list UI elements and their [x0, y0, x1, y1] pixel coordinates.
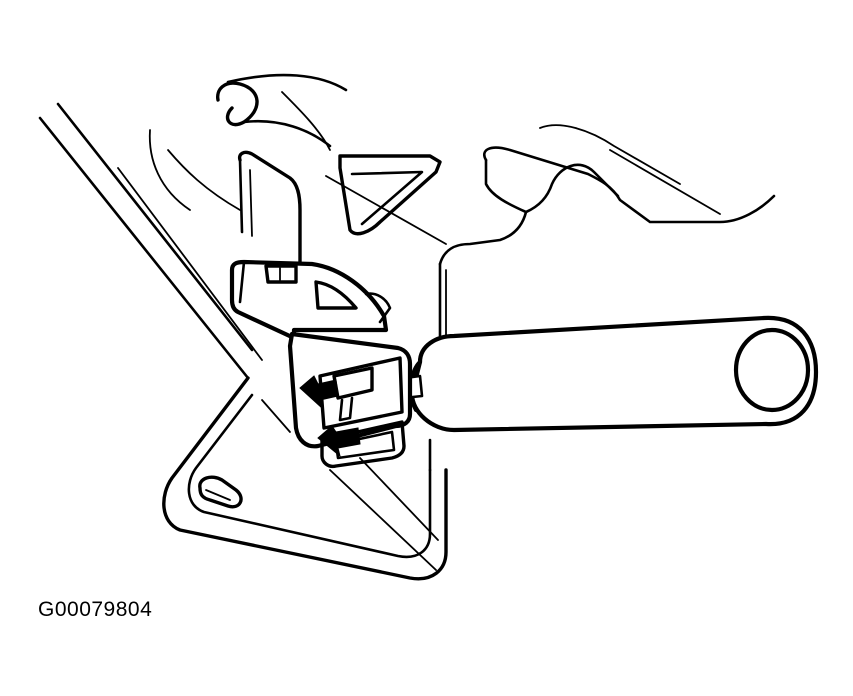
connector-top-slot — [264, 264, 298, 284]
release-arrow-upper-icon — [299, 375, 339, 410]
electrical-connector — [229, 259, 413, 469]
mounting-bracket — [162, 376, 448, 581]
release-arrow-lower-icon — [317, 425, 361, 458]
figure-id-label: G00079804 — [38, 598, 153, 621]
bracket-slot-hole — [198, 475, 243, 509]
bracket-tab — [237, 150, 302, 264]
upper-body-outline — [148, 73, 776, 472]
screwdriver-end-cap — [733, 327, 811, 413]
bracket-edges — [38, 102, 263, 380]
screwdriver — [356, 315, 819, 433]
